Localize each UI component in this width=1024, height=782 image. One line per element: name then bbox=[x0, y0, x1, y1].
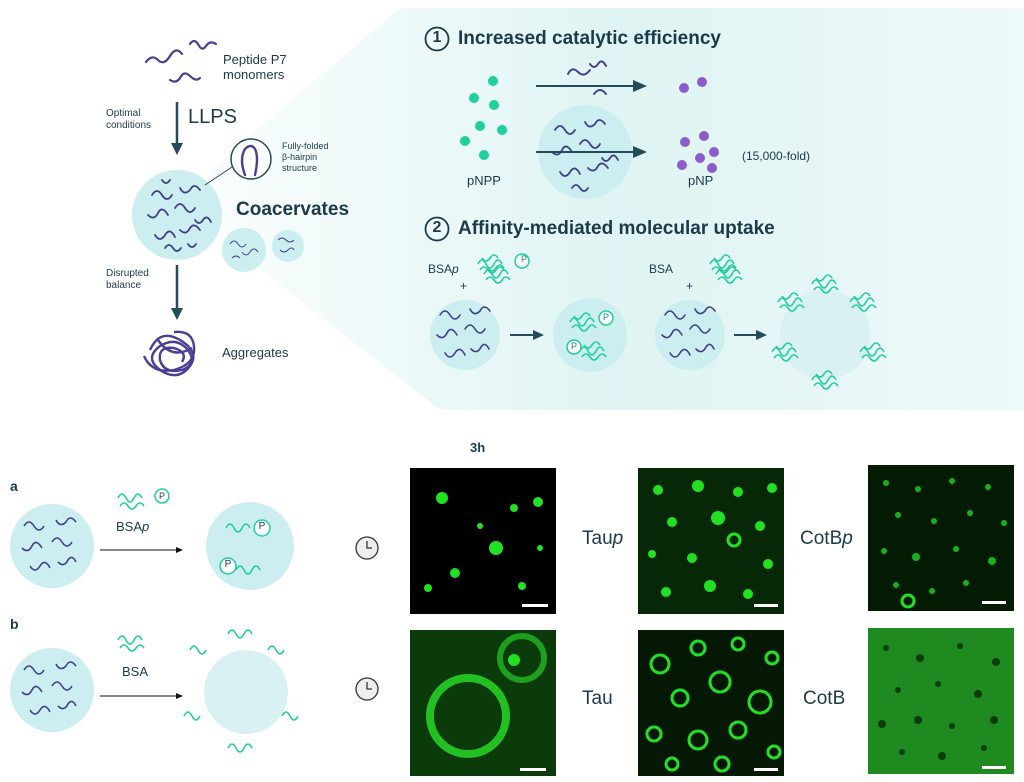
micrograph-cotb bbox=[868, 628, 1014, 774]
taup-label: Taup bbox=[582, 528, 624, 549]
time-label: 3h bbox=[470, 440, 486, 455]
catalysis-scheme bbox=[460, 60, 719, 199]
micrograph-bsap bbox=[410, 468, 556, 614]
clock-icon bbox=[355, 677, 379, 701]
p-badge-a2: P bbox=[258, 521, 266, 532]
p-badge-3: P bbox=[570, 341, 577, 351]
micrograph-taup bbox=[638, 468, 784, 614]
section1-number: 1 bbox=[432, 29, 442, 46]
cotbp-label: CotBp bbox=[800, 528, 853, 549]
tau-label: Tau bbox=[582, 688, 613, 709]
bsap-label-a: BSAp bbox=[116, 519, 150, 534]
section2-number-circle bbox=[424, 216, 450, 242]
section2-title: Affinity-mediated molecular uptake bbox=[458, 218, 775, 239]
micrograph-tau bbox=[638, 630, 784, 776]
coacervate-droplet-icon bbox=[132, 170, 222, 260]
bsap-label: BSAp bbox=[428, 262, 459, 276]
fold-increase-label: (15,000-fold) bbox=[742, 149, 811, 163]
clock-icon bbox=[355, 536, 379, 560]
section1-title: Increased catalytic efficiency bbox=[458, 28, 721, 49]
micrograph-cotbp bbox=[868, 465, 1014, 611]
plus-sign: + bbox=[460, 279, 468, 293]
micrograph-bsa bbox=[410, 630, 556, 776]
bsa-label-b: BSA bbox=[122, 664, 149, 679]
panel-b-label: b bbox=[10, 616, 19, 632]
small-coacervates-icon bbox=[222, 228, 304, 272]
p-badge-2: P bbox=[602, 312, 609, 322]
coacervates-label: Coacervates bbox=[236, 199, 350, 220]
bsa-label: BSA bbox=[649, 262, 674, 276]
pnp-label: pNP bbox=[688, 173, 714, 188]
hairpin-zoom-icon bbox=[204, 138, 272, 186]
p-badge-1: P bbox=[520, 254, 527, 264]
llps-workflow bbox=[132, 39, 222, 377]
cotb-label: CotB bbox=[803, 688, 846, 709]
pnp-product-dots bbox=[677, 131, 719, 173]
section2-number: 2 bbox=[432, 219, 442, 236]
panel-a-label: a bbox=[10, 478, 18, 494]
p-badge-a3: P bbox=[224, 559, 232, 570]
pnpp-substrate-dots bbox=[460, 76, 507, 160]
pnpp-label: pNPP bbox=[467, 173, 501, 188]
uptake-scheme bbox=[430, 253, 887, 390]
aggregate-tangle-icon bbox=[142, 330, 196, 377]
plus-sign-2: + bbox=[686, 279, 694, 293]
aggregates-label: Aggregates bbox=[222, 345, 289, 360]
llps-label: LLPS bbox=[188, 106, 237, 128]
peptide-monomers-icon bbox=[144, 39, 218, 83]
panel-a-scheme bbox=[10, 488, 294, 590]
section1-number-circle bbox=[424, 26, 450, 52]
p-badge-a1: P bbox=[158, 491, 165, 501]
panel-b-scheme bbox=[10, 629, 299, 753]
